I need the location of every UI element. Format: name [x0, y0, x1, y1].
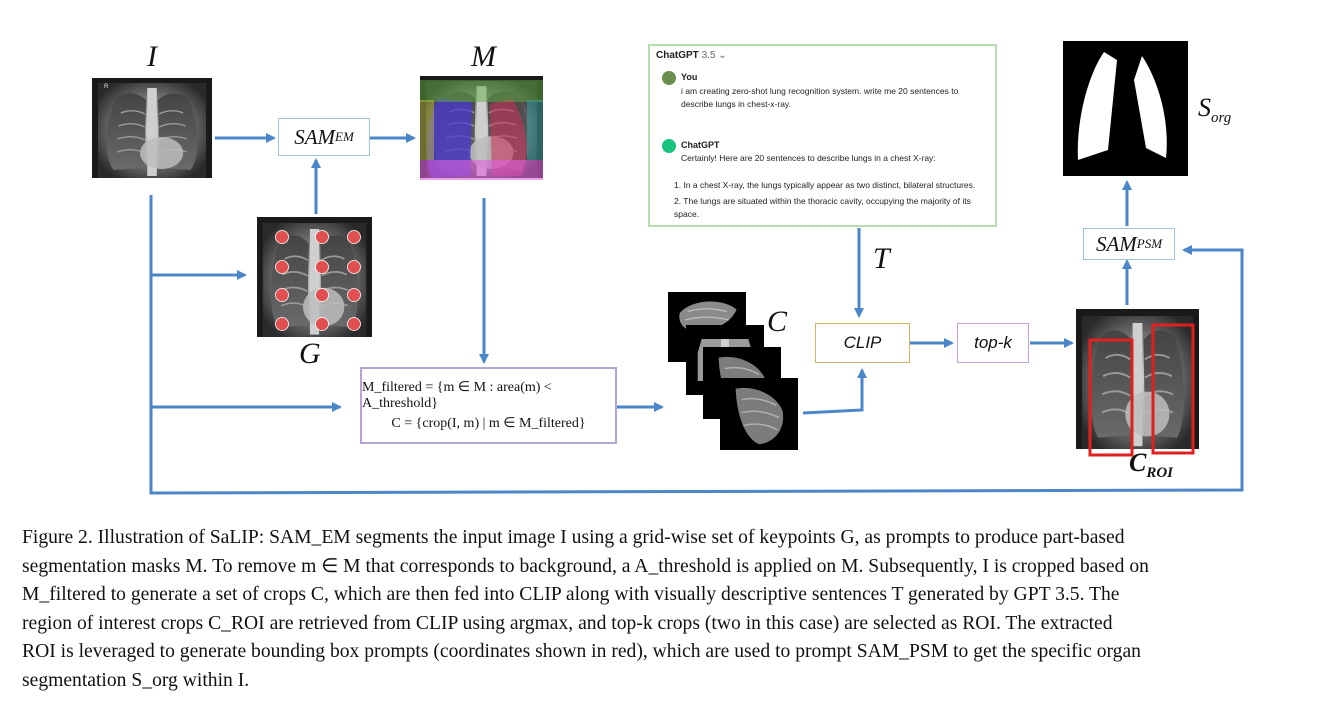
user-avatar [662, 71, 676, 85]
pipeline-diagram: R [91, 41, 1244, 495]
label-roi: CROI [1129, 448, 1174, 481]
bot-intro: Certainly! Here are 20 sentences to desc… [681, 153, 936, 163]
figure-caption: Figure 2. Illustration of SaLIP: SAM_EM … [22, 524, 1322, 696]
keypoint-grid-image [256, 216, 373, 338]
salip-pipeline-figure: R [91, 40, 1244, 495]
clip-box: CLIP [815, 323, 910, 363]
label-sorg: Sorg [1198, 93, 1232, 126]
organ-segmentation-mask [1063, 41, 1188, 176]
user-message: i am creating zero-shot lung recognition… [681, 86, 959, 109]
svg-text:R: R [104, 84, 109, 90]
caption-line-1: Figure 2. Illustration of SaLIP: SAM_EM … [22, 527, 1125, 548]
caption-line-6: segmentation S_org within I. [22, 669, 250, 691]
caption-line-2: segmentation masks M. To remove m ∈ M th… [22, 555, 1149, 577]
caption-line-3: M_filtered to generate a set of crops C,… [22, 584, 1120, 606]
chatgpt-panel: ChatGPT 3.5 ⌄ You i am creating zero-sho… [648, 44, 997, 227]
filter-equation-box: M_filtered = {m ∈ M : area(m) < A_thresh… [360, 367, 617, 444]
caption-line-4: region of interest crops C_ROI are retri… [22, 612, 1113, 634]
input-xray-image: R [91, 77, 213, 179]
segmentation-masks-image [419, 75, 544, 180]
filter-equation-crops: C = {crop(I, m) | m ∈ M_filtered} [391, 416, 586, 432]
filter-equation-masks: M_filtered = {m ∈ M : area(m) < A_thresh… [362, 379, 552, 411]
flow-arrows [149, 133, 1244, 495]
user-name: You [681, 72, 698, 82]
label-masks: M [471, 40, 496, 73]
chat-header: ChatGPT 3.5 ⌄ [656, 50, 727, 61]
bot-item-2: 2. The lungs are situated within the tho… [674, 196, 971, 219]
caption-line-5: ROI is leveraged to generate bounding bo… [22, 641, 1141, 663]
bot-name: ChatGPT [681, 140, 720, 150]
top-k-box: top-k [957, 323, 1029, 363]
label-input-image: I [147, 40, 157, 73]
label-grid: G [299, 337, 321, 370]
label-text-prompts: T [873, 242, 890, 275]
chatgpt-avatar [662, 139, 676, 153]
bot-item-1: 1. In a chest X-ray, the lungs typically… [674, 180, 976, 190]
roi-crops-image [1075, 308, 1200, 457]
label-crops: C [767, 305, 788, 338]
